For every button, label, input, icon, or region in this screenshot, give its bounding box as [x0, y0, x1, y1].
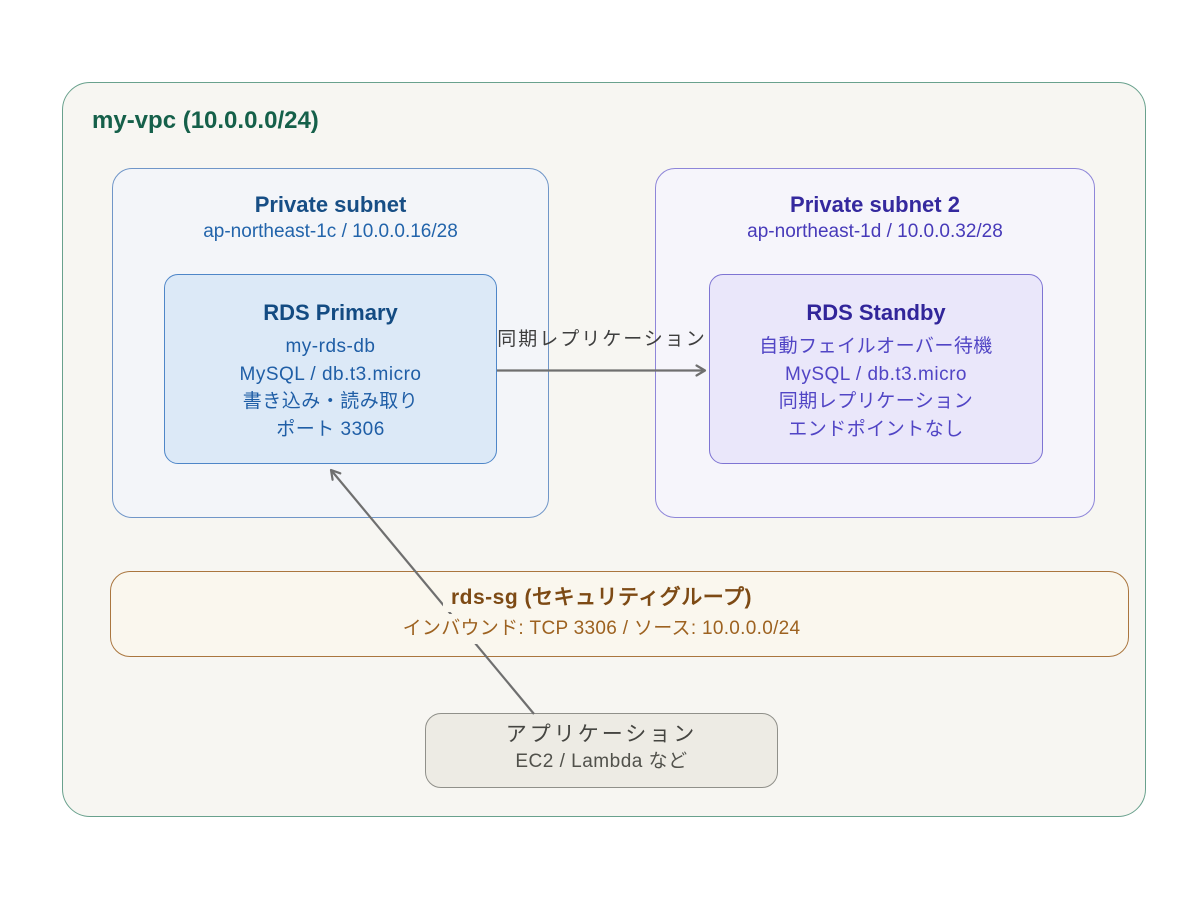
rds-standby-line: 同期レプリケーション — [778, 391, 974, 412]
rds-standby-line: MySQL / db.t3.micro — [785, 363, 967, 385]
rds-primary-line: MySQL / db.t3.micro — [239, 363, 422, 385]
rds-standby-line: 自動フェイルオーバー待機 — [759, 336, 993, 357]
private-subnet-1-title: Private subnet — [254, 192, 407, 217]
rds-primary-title: RDS Primary — [263, 300, 398, 325]
security-group-rule: インバウンド: TCP 3306 / ソース: 10.0.0.0/24 — [394, 614, 809, 644]
application-subtitle: EC2 / Lambda など — [515, 751, 688, 772]
rds-standby-title: RDS Standby — [806, 300, 946, 325]
private-subnet-1-cidr: ap-northeast-1c / 10.0.0.16/28 — [203, 221, 458, 242]
private-subnet-2: Private subnet 2 ap-northeast-1d / 10.0.… — [655, 168, 1095, 518]
rds-primary-line: my-rds-db — [285, 336, 376, 357]
security-group-title-row: rds-sg (セキュリティグループ) — [111, 584, 1128, 614]
rds-primary-line: ポート 3306 — [276, 418, 385, 440]
vpc-label: my-vpc (10.0.0.0/24) — [92, 107, 319, 134]
private-subnet-2-cidr: ap-northeast-1d / 10.0.0.32/28 — [747, 221, 1003, 242]
application-node: アプリケーション EC2 / Lambda など — [425, 713, 778, 788]
rds-standby-node: RDS Standby 自動フェイルオーバー待機 MySQL / db.t3.m… — [709, 274, 1043, 464]
rds-primary-details: my-rds-db MySQL / db.t3.micro 書き込み・読み取り … — [165, 333, 496, 443]
security-group-box: rds-sg (セキュリティグループ) インバウンド: TCP 3306 / ソ… — [110, 571, 1129, 657]
rds-standby-details: 自動フェイルオーバー待機 MySQL / db.t3.micro 同期レプリケー… — [710, 333, 1042, 443]
private-subnet-1: Private subnet ap-northeast-1c / 10.0.0.… — [112, 168, 549, 518]
rds-primary-node: RDS Primary my-rds-db MySQL / db.t3.micr… — [164, 274, 497, 464]
security-group-rule-row: インバウンド: TCP 3306 / ソース: 10.0.0.0/24 — [111, 614, 1128, 645]
private-subnet-2-title: Private subnet 2 — [790, 192, 960, 217]
application-title: アプリケーション — [505, 723, 698, 746]
rds-standby-line: エンドポイントなし — [788, 418, 964, 440]
security-group-title: rds-sg (セキュリティグループ) — [443, 584, 760, 612]
replication-arrow-label: 同期レプリケーション — [497, 329, 707, 350]
rds-primary-line: 書き込み・読み取り — [242, 391, 419, 412]
